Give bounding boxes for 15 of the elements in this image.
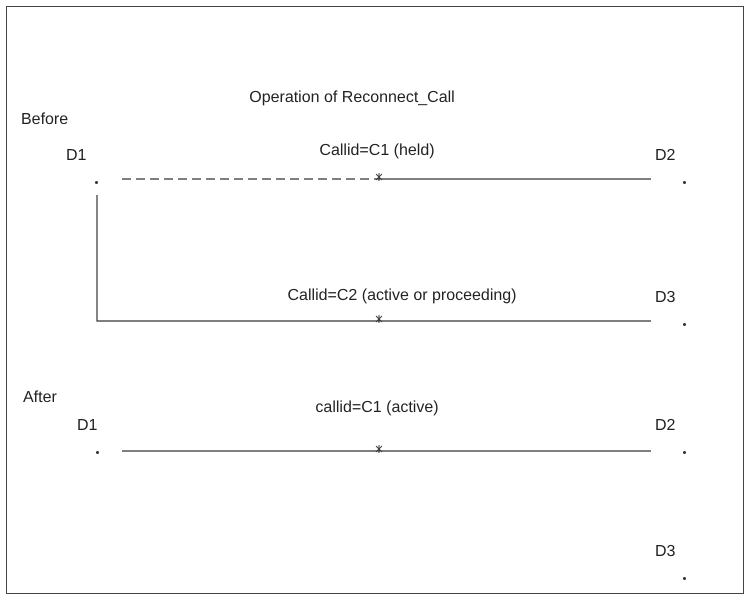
device-label: D1 <box>77 417 98 435</box>
connector-line <box>122 450 651 452</box>
device-label: D3 <box>655 543 676 561</box>
device-label: D3 <box>655 289 676 307</box>
edge-label: Callid=C2 (active or proceeding) <box>286 287 518 305</box>
section-label: Before <box>21 111 68 129</box>
connector-line <box>96 195 651 322</box>
connector-line <box>122 178 651 180</box>
device-label: D1 <box>66 147 86 165</box>
device-label: D2 <box>655 147 676 165</box>
device-label: D2 <box>655 417 676 435</box>
edge-label: Callid=C1 (held) <box>317 142 437 160</box>
edge-label: callid=C1 (active) <box>313 399 441 417</box>
section-label: After <box>23 389 57 407</box>
diagram-title: Operation of Reconnect_Call <box>248 89 456 107</box>
